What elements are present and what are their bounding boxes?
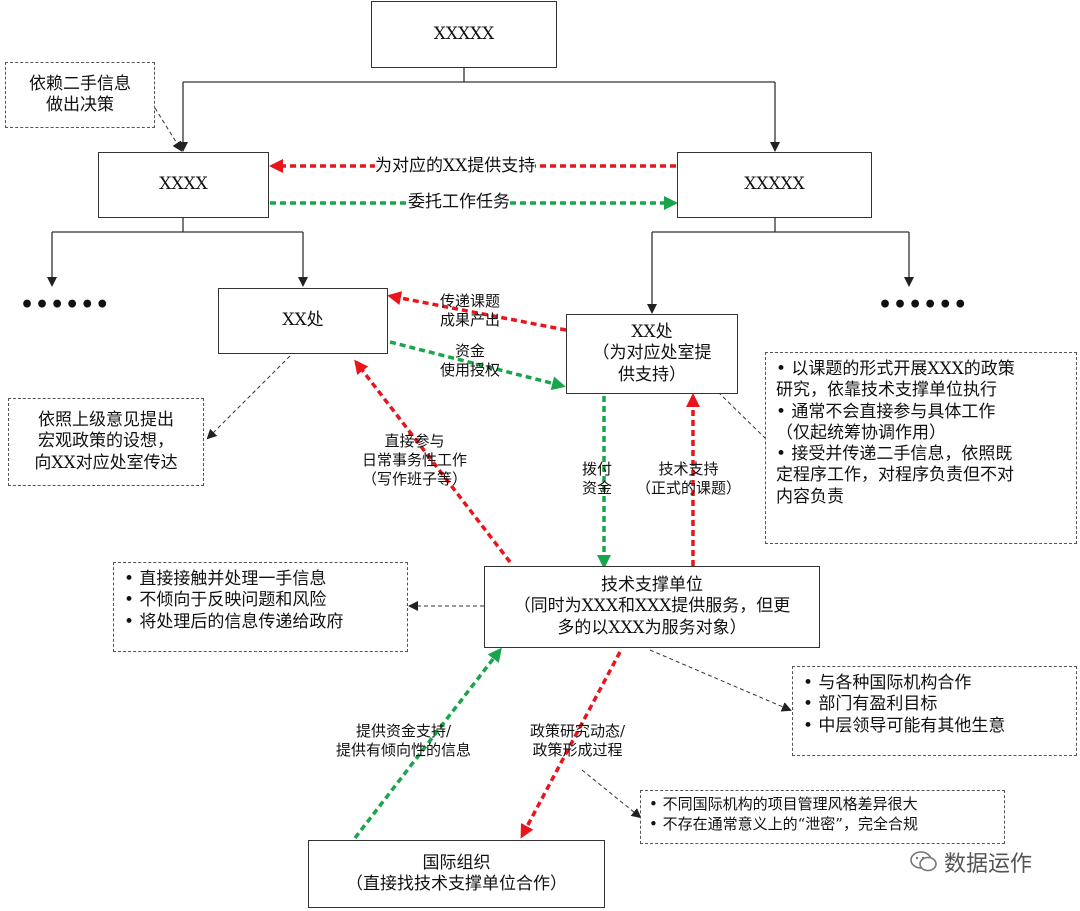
wechat-icon bbox=[910, 851, 937, 872]
label-policy-dynamics: 政策研究动态/ 政策形成过程 bbox=[530, 722, 626, 759]
note-superior: 依照上级意见提出 宏观政策的设想， 向XX对应处室传达 bbox=[8, 398, 204, 486]
label-participate: 直接参与 日常事务性工作 （写作班子等） bbox=[362, 432, 468, 488]
label-tech-support: 技术支持 （正式的课题） bbox=[636, 460, 742, 497]
note-tech-unit: • 直接接触并处理一手信息 • 不倾向于反映问题和风险 • 将处理后的信息传递给… bbox=[113, 562, 408, 652]
left-mid-node: XXXX bbox=[98, 152, 269, 218]
intl-org-node: 国际组织 （直接找技术支撑单位合作） bbox=[308, 840, 605, 908]
ellipsis-left: •••••• bbox=[20, 292, 111, 318]
watermark: 数据运作 bbox=[910, 846, 1032, 878]
note-tech-right: • 与各种国际机构合作 • 部门有盈利目标 • 中层领导可能有其他生意 bbox=[792, 666, 1077, 756]
label-support: 为对应的XX提供支持 bbox=[375, 156, 536, 178]
tech-support-unit-node: 技术支撑单位 （同时为XXX和XXX提供服务，但更 多的以XXX为服务对象） bbox=[484, 566, 820, 648]
note-office: • 以课题的形式开展XXX的政策 研究，依靠技术支撑单位执行 • 通常不会直接参… bbox=[765, 352, 1077, 544]
note-second-hand: 依赖二手信息 做出决策 bbox=[5, 62, 155, 128]
label-provide-funds: 提供资金支持/ 提供有倾向性的信息 bbox=[336, 722, 472, 759]
label-deliver: 传递课题 成果产出 bbox=[440, 292, 501, 329]
label-entrust: 委托工作任务 bbox=[408, 192, 510, 214]
label-funds: 资金 使用授权 bbox=[440, 342, 501, 379]
note-intl: • 不同国际机构的项目管理风格差异很大 • 不存在通常意义上的“泄密”，完全合规 bbox=[640, 790, 1005, 844]
xx-office-support-node: XX处 （为对应处室提 供支持） bbox=[566, 314, 738, 394]
xx-office-node: XX处 bbox=[218, 288, 388, 354]
right-mid-node: XXXXX bbox=[677, 152, 872, 218]
label-allocate: 拨付 资金 bbox=[582, 460, 613, 497]
ellipsis-right: •••••• bbox=[878, 292, 969, 318]
top-node: XXXXX bbox=[371, 1, 557, 68]
